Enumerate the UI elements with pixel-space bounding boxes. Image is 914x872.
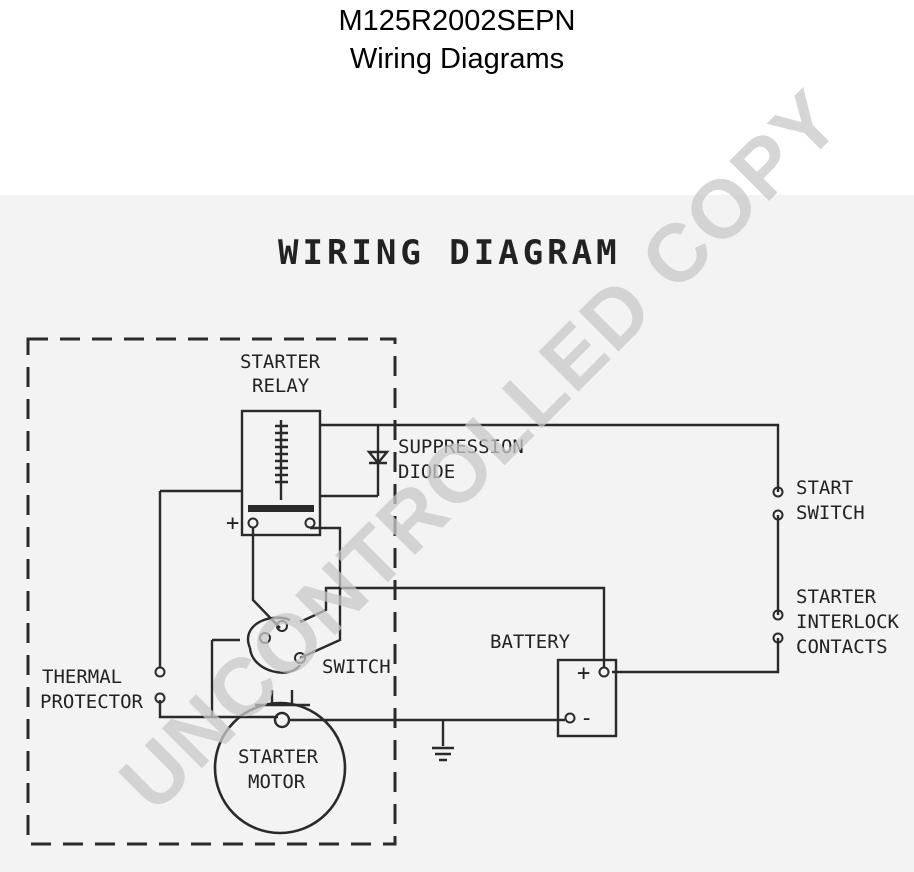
start-switch-contact-a: [772, 486, 784, 498]
switch-label: SWITCH: [322, 656, 391, 678]
starter-relay-label-1: STARTER: [240, 351, 321, 373]
thermal-label-2: PROTECTOR: [40, 691, 144, 713]
battery-label: BATTERY: [490, 631, 571, 653]
wire-top: [320, 423, 780, 674]
wire-battery-switch: [299, 586, 606, 667]
motor-terminal: [273, 711, 291, 729]
thermal-contact-b: [154, 692, 166, 704]
switch-terminal-a: [259, 632, 271, 644]
interlock-label-2: INTERLOCK: [796, 611, 900, 633]
scanned-diagram-area: [0, 195, 914, 872]
interlock-contact-a: [772, 609, 784, 621]
wire-ground: [290, 718, 565, 762]
diagram-heading: WIRING DIAGRAM: [278, 233, 621, 273]
solenoid-outline: [210, 616, 301, 718]
battery-terminal-minus: [564, 712, 576, 724]
starter-relay-box: [240, 409, 322, 537]
relay-terminal: [304, 517, 316, 529]
starter-relay-label-2: RELAY: [252, 375, 310, 397]
relay-coil: [275, 420, 288, 500]
relay-terminal-plus: [247, 517, 259, 529]
battery-terminal-plus: [598, 666, 610, 678]
document-model: M125R2002SEPN: [338, 5, 576, 37]
diode-symbol: [366, 425, 390, 496]
motor-label-2: MOTOR: [248, 771, 306, 793]
starter-motor-circle: [213, 701, 347, 835]
interlock-label-3: CONTACTS: [796, 636, 888, 658]
start-switch-contact-b: [772, 509, 784, 521]
battery-minus-label: -: [580, 706, 593, 731]
motor-mount: [255, 690, 310, 707]
relay-contact-bar: [248, 505, 314, 512]
start-switch-label-2: SWITCH: [796, 502, 865, 524]
motor-label-1: STARTER: [238, 746, 319, 768]
uncontrolled-copy-watermark: UNCONTROLLED COPY: [103, 73, 858, 828]
thermal-label-1: THERMAL: [42, 666, 122, 688]
document-title: Wiring Diagrams: [349, 43, 565, 75]
battery-box: [556, 658, 618, 738]
switch-terminal-c: [276, 620, 288, 632]
relay-plus-label: +: [226, 511, 239, 536]
suppression-label-2: DIODE: [398, 461, 455, 483]
interlock-contact-b: [772, 632, 784, 644]
interlock-label-1: STARTER: [796, 586, 877, 608]
start-switch-label-1: START: [796, 477, 853, 499]
battery-plus-label: +: [577, 661, 590, 686]
thermal-contact-a: [154, 666, 166, 678]
switch-terminal-b: [294, 652, 306, 664]
starter-enclosure: [26, 337, 397, 846]
suppression-label-1: SUPPRESSION: [398, 436, 524, 458]
